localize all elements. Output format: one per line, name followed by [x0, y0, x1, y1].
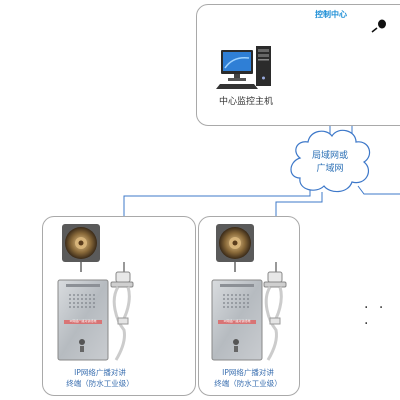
network-label: 局域网或 广域网 [310, 150, 350, 176]
terminal-1-panel-text: IP网络广播对讲终端 [69, 319, 97, 323]
terminal-2-panel-text: IP网络广播对讲终端 [223, 319, 251, 323]
network-label-line2: 广域网 [316, 164, 344, 174]
control-center-box: 控制中心 [196, 4, 400, 126]
terminal-1-caption-line1: IP网络广播对讲 [74, 368, 126, 377]
terminal-2-caption-line1: IP网络广播对讲 [222, 368, 274, 377]
terminal-1-caption-line2: 终端（防水工业级） [66, 379, 134, 388]
terminal-2-caption-line2: 终端（防水工业级） [214, 379, 282, 388]
terminal-1-caption: IP网络广播对讲 终端（防水工业级） [52, 367, 148, 389]
terminal-2-caption: IP网络广播对讲 终端（防水工业级） [200, 367, 296, 389]
host-label: 中心监控主机 [219, 97, 274, 107]
more-terminals-ellipsis: · · · [364, 300, 387, 332]
network-label-line1: 局域网或 [311, 151, 348, 161]
control-center-title: 控制中心 [315, 10, 347, 19]
network-to-right-line [357, 185, 400, 195]
